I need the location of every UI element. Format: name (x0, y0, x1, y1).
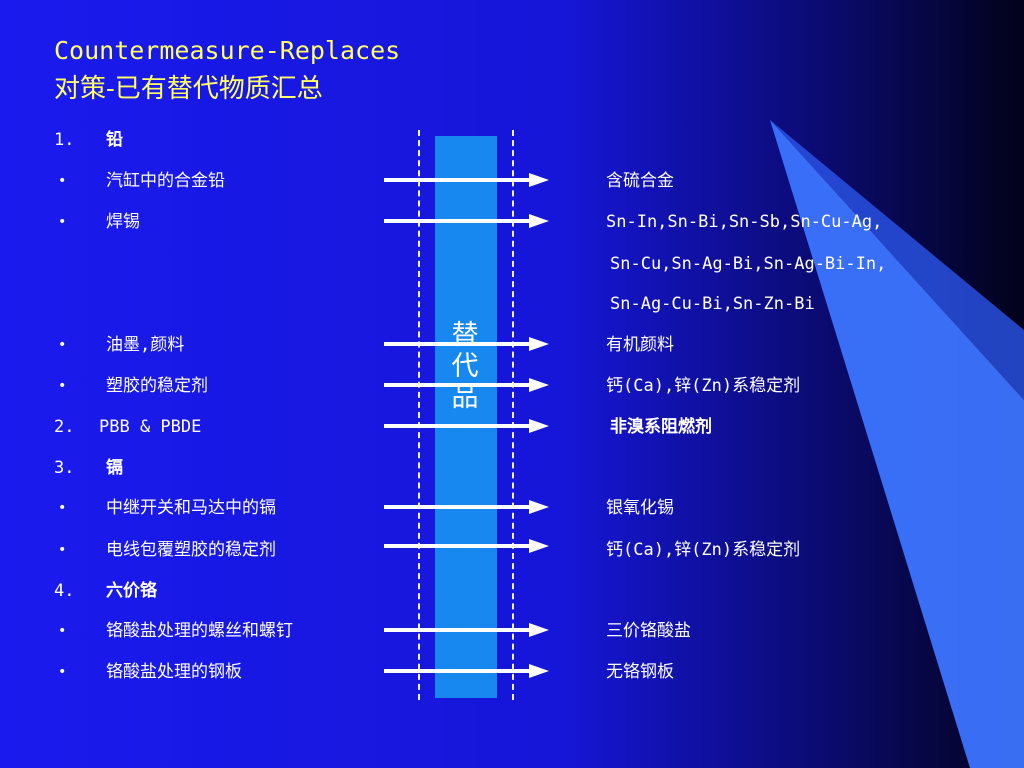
right-arrow-icon (384, 173, 549, 187)
item-right-label: Sn-In,Sn-Bi,Sn-Sb,Sn-Cu-Ag, (606, 212, 883, 232)
item-left-label: 铬酸盐处理的钢板 (106, 662, 242, 682)
item-right-label: 三价铬酸盐 (606, 621, 691, 641)
section-number: 1. (54, 130, 75, 150)
section-number: 4. (54, 581, 75, 601)
section-number: 2. (54, 417, 75, 437)
item-right-label: 银氧化锡 (606, 498, 674, 518)
right-arrow-icon (384, 214, 549, 228)
bullet-icon: • (58, 623, 67, 639)
right-arrow-icon (384, 500, 549, 514)
item-left-label: 塑胶的稳定剂 (106, 376, 208, 396)
bullet-icon: • (58, 173, 67, 189)
section-label: 六价铬 (106, 581, 157, 601)
item-left-label: 铬酸盐处理的螺丝和螺钉 (106, 621, 293, 641)
substitute-band (435, 136, 497, 698)
bullet-icon: • (58, 664, 67, 680)
item-right-label: 无铬钢板 (606, 662, 674, 682)
item-right-label: 钙(Ca),锌(Zn)系稳定剂 (606, 376, 801, 396)
section-label: 镉 (106, 458, 123, 478)
bullet-icon: • (58, 500, 67, 516)
right-arrow-icon (384, 419, 549, 433)
right-arrow-icon (384, 623, 549, 637)
item-right-label: 钙(Ca),锌(Zn)系稳定剂 (606, 540, 801, 560)
slide-title-english: Countermeasure-Replaces (54, 36, 401, 65)
item-left-label: 油墨,颜料 (106, 335, 185, 355)
substitute-label: 替 代 品 (451, 320, 479, 413)
item-right-label-continued: Sn-Ag-Cu-Bi,Sn-Zn-Bi (610, 294, 815, 314)
bullet-icon: • (58, 378, 67, 394)
item-right-label: 非溴系阻燃剂 (610, 417, 712, 437)
bullet-icon: • (58, 337, 67, 353)
item-right-label-continued: Sn-Cu,Sn-Ag-Bi,Sn-Ag-Bi-In, (610, 254, 887, 274)
bullet-icon: • (58, 542, 67, 558)
item-left-label: 电线包覆塑胶的稳定剂 (106, 540, 276, 560)
section-number: 3. (54, 458, 75, 478)
right-arrow-icon (384, 337, 549, 351)
section-label: PBB & PBDE (99, 417, 202, 437)
item-left-label: 焊锡 (106, 212, 140, 232)
right-arrow-icon (384, 539, 549, 553)
dashed-divider-left (418, 130, 420, 700)
bullet-icon: • (58, 214, 67, 230)
item-left-label: 中继开关和马达中的镉 (106, 498, 276, 518)
slide-title-chinese: 对策-已有替代物质汇总 (54, 74, 323, 104)
right-arrow-icon (384, 378, 549, 392)
item-left-label: 汽缸中的合金铅 (106, 171, 225, 191)
item-right-label: 有机颜料 (606, 335, 674, 355)
right-arrow-icon (384, 664, 549, 678)
dashed-divider-right (512, 130, 514, 700)
item-right-label: 含硫合金 (606, 171, 674, 191)
section-label: 铅 (106, 130, 123, 150)
